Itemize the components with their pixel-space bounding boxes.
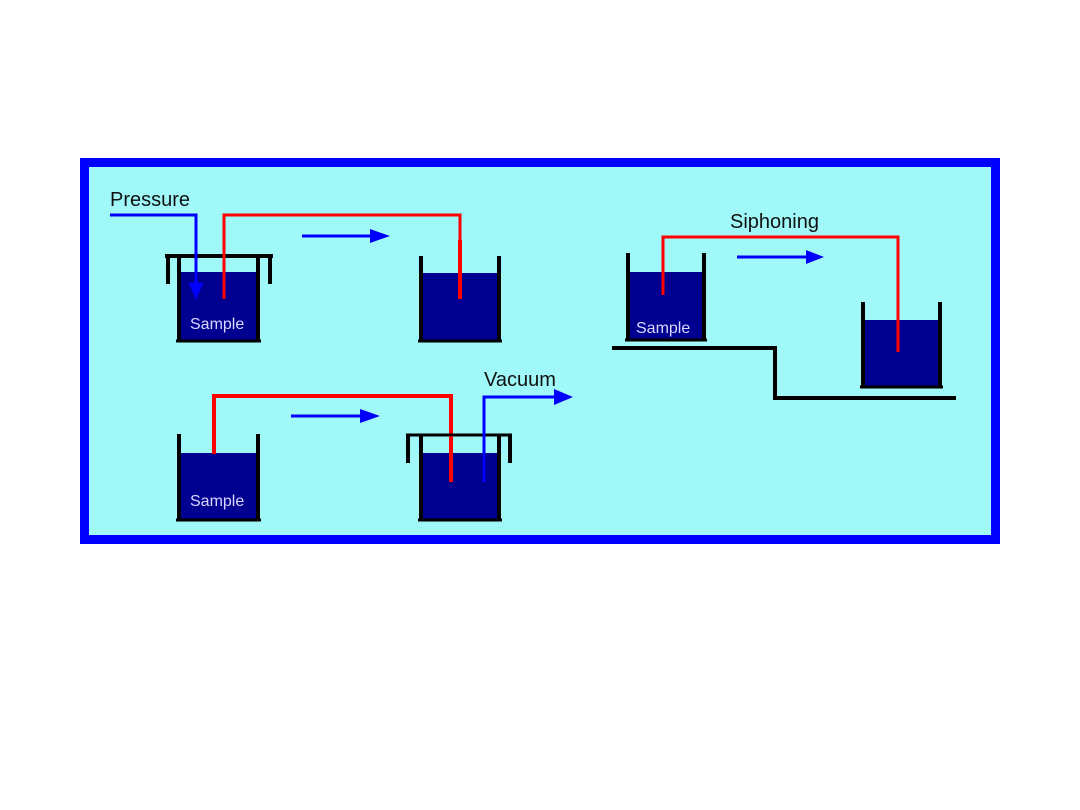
pressure-source-beaker: Sample (165, 254, 273, 343)
step-platform (612, 346, 956, 400)
vacuum-panel: Vacuum Sample (176, 369, 573, 522)
siphoning-label: Siphoning (730, 211, 819, 233)
siphon-tube (661, 235, 900, 352)
vacuum-source-beaker: Sample (176, 434, 261, 522)
pressure-lid (165, 254, 273, 284)
vacuum-gas-arrow (482, 389, 573, 482)
siphon-source-beaker: Sample (625, 253, 707, 342)
pressure-gas-arrow (110, 213, 203, 300)
pressure-label: Pressure (110, 189, 190, 211)
pressure-panel: Pressure Sample (110, 189, 502, 343)
sample-label: Sample (190, 493, 244, 510)
siphon-flow-arrow (737, 250, 824, 264)
vacuum-destination-beaker (406, 433, 512, 522)
vacuum-flow-arrow (291, 409, 380, 423)
pressure-destination-beaker (418, 256, 502, 343)
pressure-flow-arrow (302, 229, 390, 243)
siphon-destination-beaker (860, 302, 943, 389)
vacuum-lid (406, 433, 512, 463)
sample-label: Sample (190, 316, 244, 333)
sample-label: Sample (636, 320, 690, 337)
siphoning-panel: Siphoning Sample (612, 211, 956, 400)
vacuum-label: Vacuum (484, 369, 556, 391)
